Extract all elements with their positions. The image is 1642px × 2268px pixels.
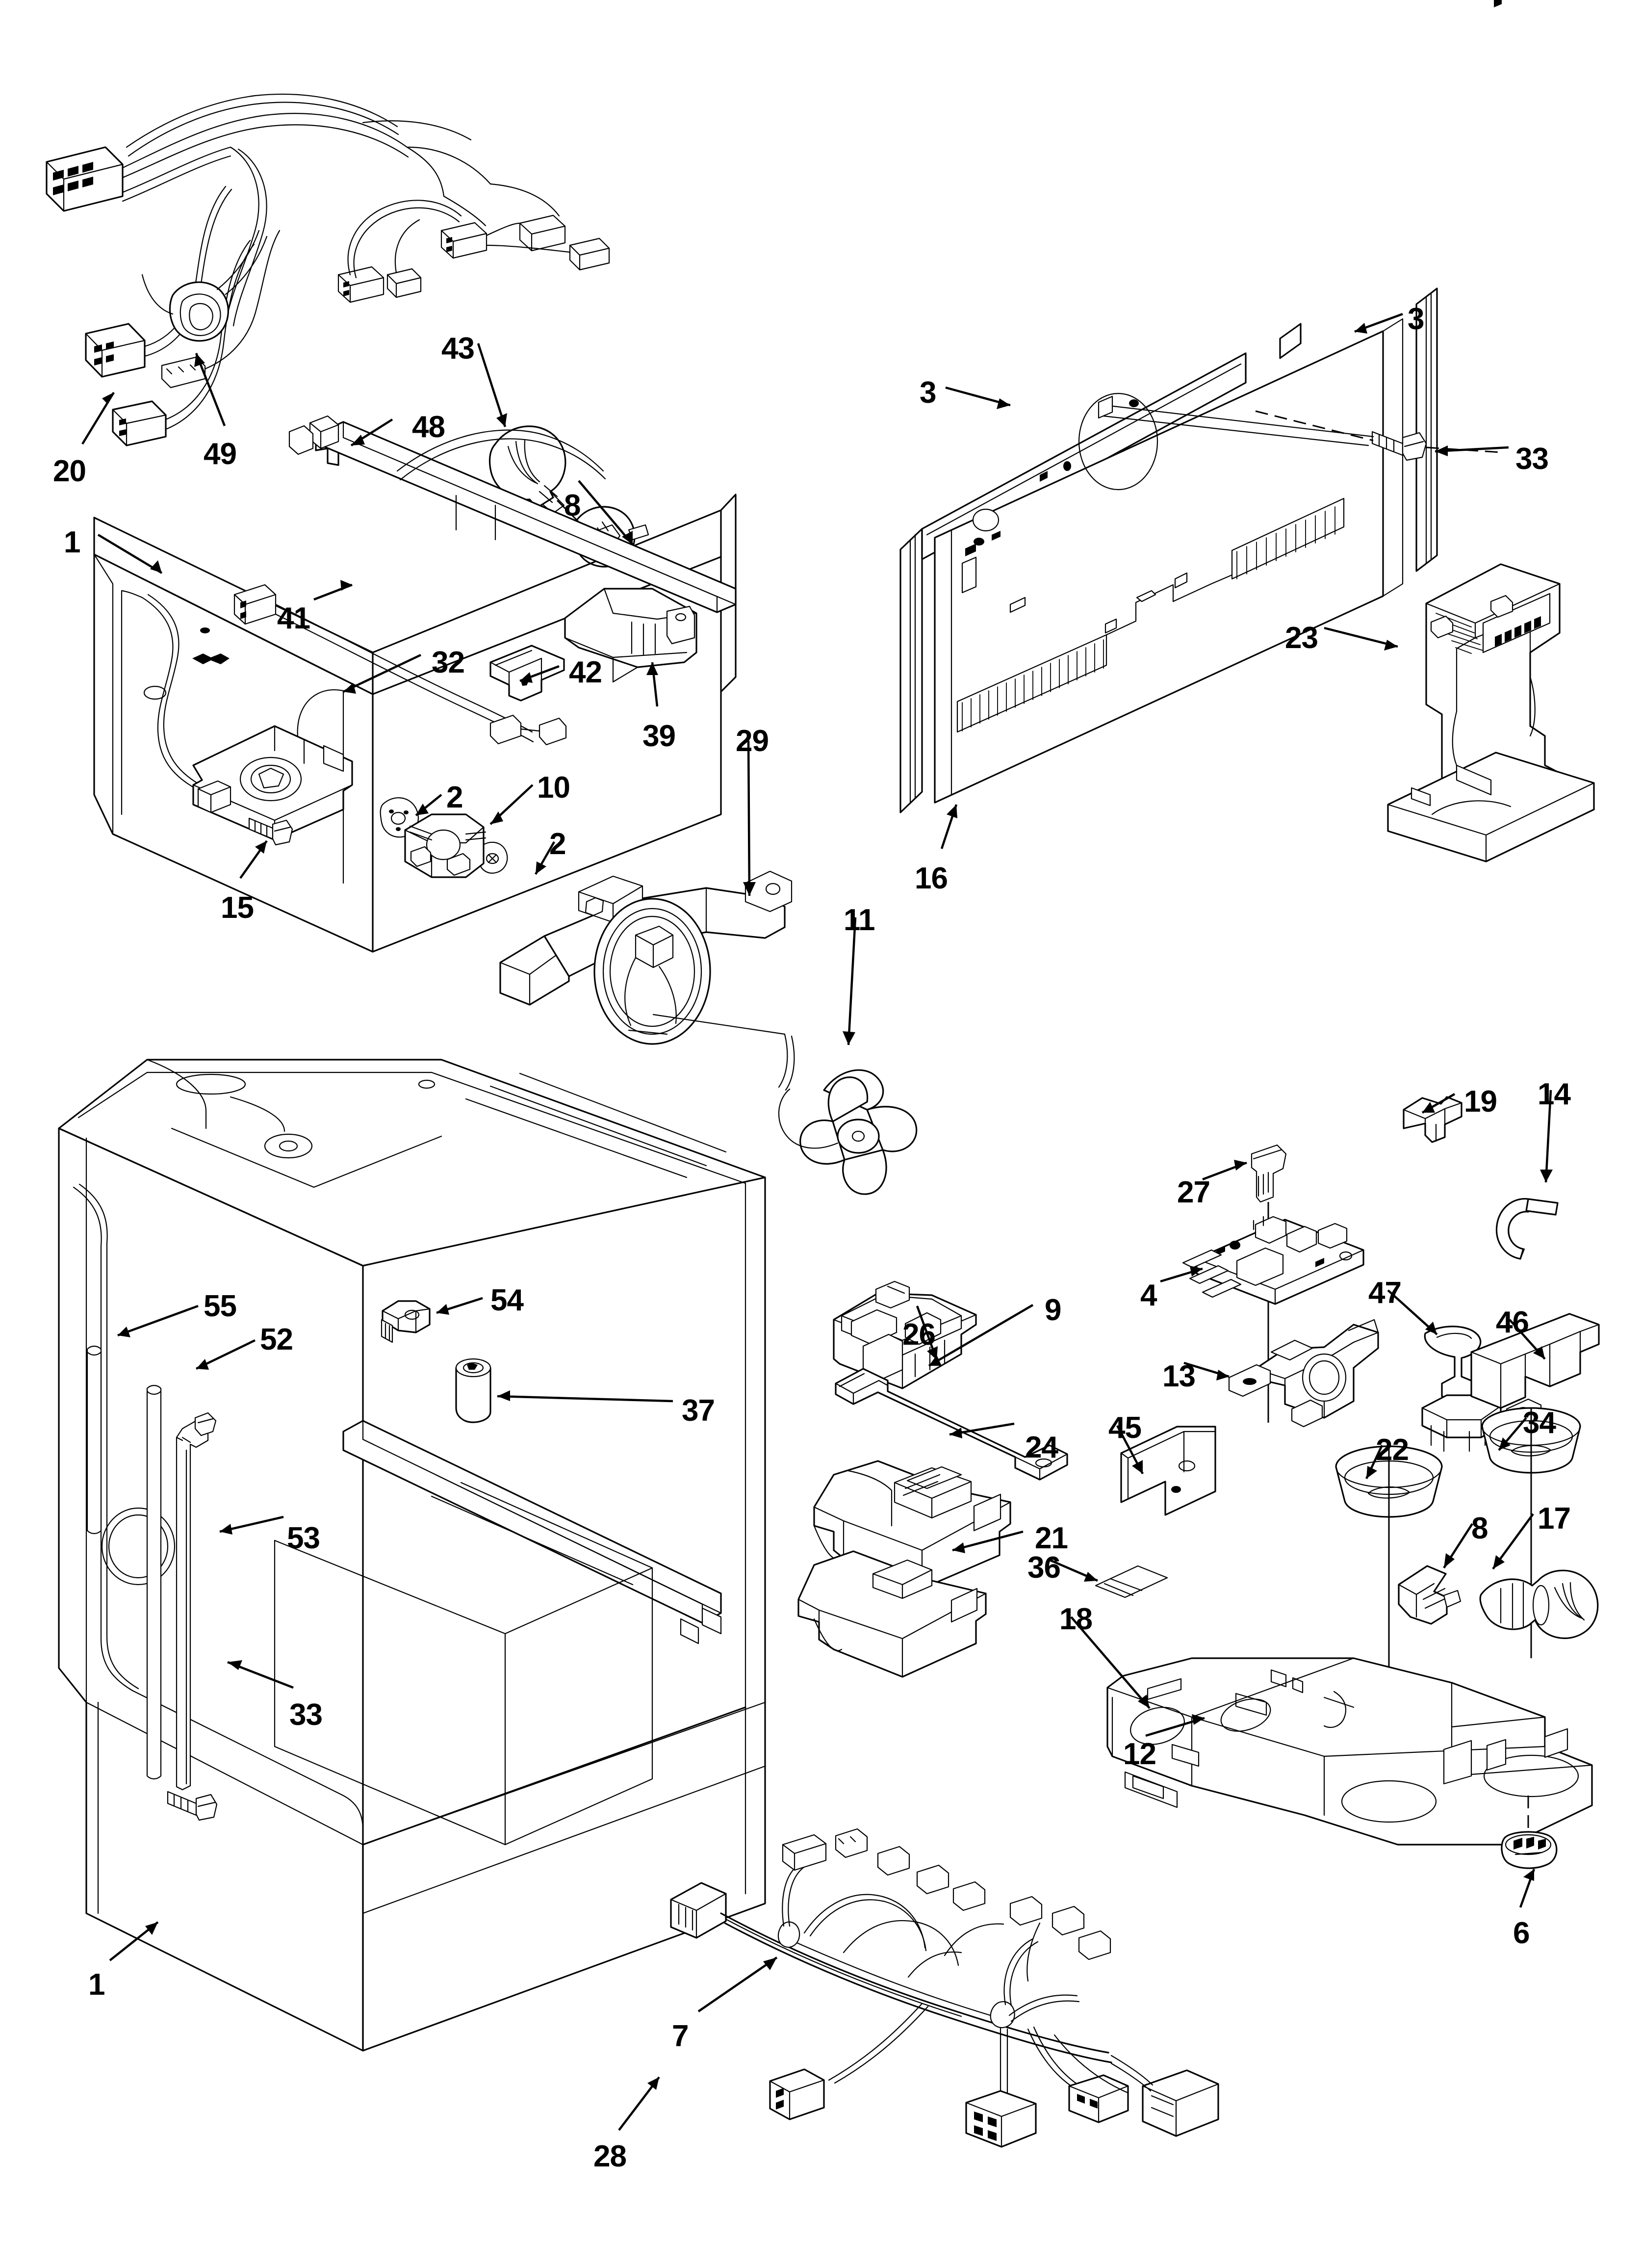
base-pan-12 (1106, 1657, 1593, 1846)
callout-46: 46 (1496, 1305, 1529, 1339)
callout-9: 9 (1045, 1293, 1061, 1327)
cover-21 (797, 1550, 987, 1678)
callout-19: 19 (1464, 1085, 1497, 1119)
callout-2-b: 2 (549, 827, 566, 861)
wire-harness-top (46, 93, 610, 446)
callout-52: 52 (260, 1323, 293, 1356)
grommet-6 (1501, 1796, 1558, 1869)
callout-15: 15 (221, 891, 254, 925)
callout-48: 48 (412, 410, 445, 444)
bulb-socket-bottom (1398, 1565, 1599, 1639)
callout-28: 28 (593, 2139, 627, 2173)
leveling-leg-46-47 (1421, 1313, 1600, 1452)
bracket-9 (835, 1368, 1068, 1481)
callout-4: 4 (1140, 1278, 1157, 1312)
callout-18: 18 (1059, 1602, 1093, 1636)
callout-21: 21 (1035, 1521, 1068, 1555)
callout-11: 11 (844, 903, 875, 937)
callout-33-bottom: 33 (289, 1698, 323, 1732)
control-board-stack (1182, 1144, 1379, 1428)
callout-10: 10 (537, 771, 570, 805)
callout-14: 14 (1538, 1077, 1571, 1111)
air-diffuser-23 (1387, 0, 1595, 862)
callout-34: 34 (1523, 1406, 1556, 1440)
fan-assembly (499, 870, 918, 1195)
callout-49: 49 (204, 437, 237, 471)
callout-29: 29 (736, 724, 769, 758)
callout-36: 36 (1027, 1551, 1061, 1585)
callout-39: 39 (642, 719, 676, 753)
callout-13: 13 (1162, 1359, 1196, 1393)
leader-lines (81, 313, 1553, 2131)
callout-37: 37 (682, 1394, 715, 1428)
callout-8-bottom: 8 (1471, 1512, 1488, 1545)
callout-45: 45 (1108, 1411, 1142, 1445)
callout-1-bottom: 1 (88, 1968, 105, 2002)
callout-12: 12 (1123, 1737, 1156, 1771)
callout-27: 27 (1177, 1175, 1210, 1209)
callout-26: 26 (902, 1318, 936, 1352)
callout-16: 16 (915, 861, 948, 895)
callout-41: 41 (277, 601, 310, 635)
callout-1-top: 1 (64, 525, 80, 559)
callout-23: 23 (1285, 621, 1318, 655)
roller-cups (1335, 1407, 1581, 1717)
callout-32: 32 (432, 646, 465, 679)
main-harness-7 (670, 1828, 1219, 2148)
rear-panel-assembly (899, 287, 1501, 813)
callout-2-a: 2 (446, 781, 463, 814)
callout-33-top: 33 (1515, 442, 1549, 476)
callout-3-right: 3 (1408, 302, 1424, 336)
insulation-pad-36 (1095, 1565, 1168, 1598)
callout-54: 54 (490, 1283, 524, 1317)
cover-plate-45 (1120, 1426, 1216, 1516)
callout-42: 42 (569, 655, 602, 689)
callout-24: 24 (1025, 1431, 1058, 1464)
callout-53: 53 (287, 1521, 320, 1555)
callout-22: 22 (1376, 1433, 1409, 1467)
callout-6: 6 (1513, 1916, 1530, 1950)
callout-17: 17 (1538, 1502, 1571, 1536)
callout-55: 55 (204, 1289, 237, 1323)
callout-7: 7 (672, 2019, 689, 2053)
upper-liner (93, 415, 737, 953)
callout-20: 20 (53, 454, 86, 488)
callout-47: 47 (1368, 1276, 1402, 1310)
callout-3-left: 3 (920, 376, 936, 410)
misc-clips (1403, 1096, 1559, 1260)
callout-43: 43 (441, 332, 475, 365)
lower-cabinet (58, 1059, 766, 2052)
callout-8-top: 8 (564, 489, 581, 522)
